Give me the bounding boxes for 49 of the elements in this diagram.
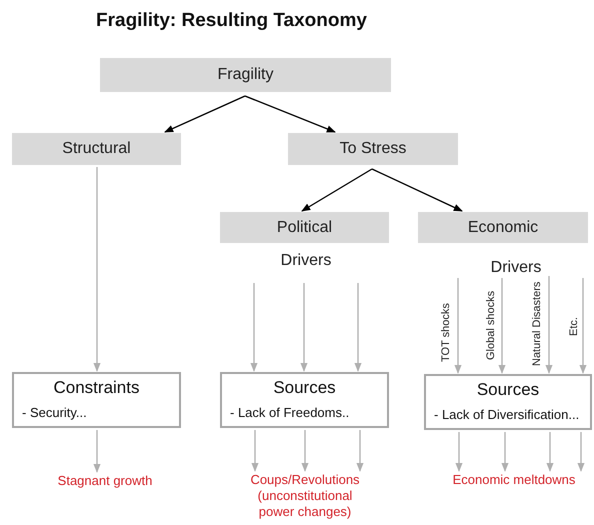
arrow bbox=[545, 276, 553, 374]
heading-text: Drivers bbox=[440, 259, 592, 277]
category-box bbox=[288, 133, 458, 165]
arrow bbox=[164, 95, 246, 133]
card-item: - Security... bbox=[22, 405, 88, 420]
category-box bbox=[12, 133, 181, 165]
arrow bbox=[93, 430, 101, 473]
arrow bbox=[579, 278, 587, 374]
box-label: Political bbox=[276, 218, 332, 236]
arrow bbox=[250, 283, 258, 372]
card-heading: Constraints bbox=[52, 377, 140, 399]
arrow bbox=[354, 283, 362, 372]
category-box bbox=[100, 58, 391, 92]
outcome-text: Stagnant growth bbox=[35, 473, 175, 493]
arrow bbox=[454, 278, 462, 374]
arrow bbox=[356, 430, 364, 472]
arrow bbox=[251, 430, 259, 472]
arrow bbox=[577, 432, 585, 472]
category-box bbox=[418, 212, 588, 243]
arrow bbox=[455, 432, 463, 472]
arrow bbox=[244, 95, 336, 133]
box-label: To Stress bbox=[340, 140, 406, 158]
arrow bbox=[546, 432, 554, 472]
outcome-text: Coups/Revolutions (unconstitutional power changes) bbox=[240, 472, 370, 524]
arrow bbox=[300, 283, 308, 372]
heading-text: Drivers bbox=[240, 252, 372, 282]
arrow bbox=[498, 278, 506, 374]
arrow bbox=[372, 168, 463, 212]
card-heading: Sources bbox=[476, 379, 540, 401]
category-card bbox=[424, 374, 592, 430]
edge-label: Global shocks bbox=[485, 290, 497, 360]
arrow bbox=[501, 432, 509, 472]
category-card bbox=[220, 372, 389, 428]
card-item: - Lack of Freedoms.. bbox=[230, 405, 350, 420]
outcome-text: Economic meltdowns bbox=[436, 472, 592, 492]
arrow bbox=[93, 167, 101, 372]
diagram-title: Fragility: Resulting Taxonomy bbox=[96, 10, 367, 32]
box-label: Fragility bbox=[217, 66, 274, 84]
arrow bbox=[301, 430, 309, 472]
arrow bbox=[301, 168, 372, 212]
box-label: Structural bbox=[62, 140, 131, 158]
category-card bbox=[12, 372, 181, 428]
box-label: Economic bbox=[468, 218, 538, 236]
card-heading: Sources bbox=[272, 377, 337, 399]
edge-label: TOT shocks bbox=[440, 303, 452, 362]
category-box bbox=[220, 212, 389, 243]
edge-label: Etc. bbox=[568, 317, 580, 336]
card-item: - Lack of Diversification... bbox=[434, 407, 580, 422]
edge-label: Natural Disasters bbox=[531, 282, 543, 366]
